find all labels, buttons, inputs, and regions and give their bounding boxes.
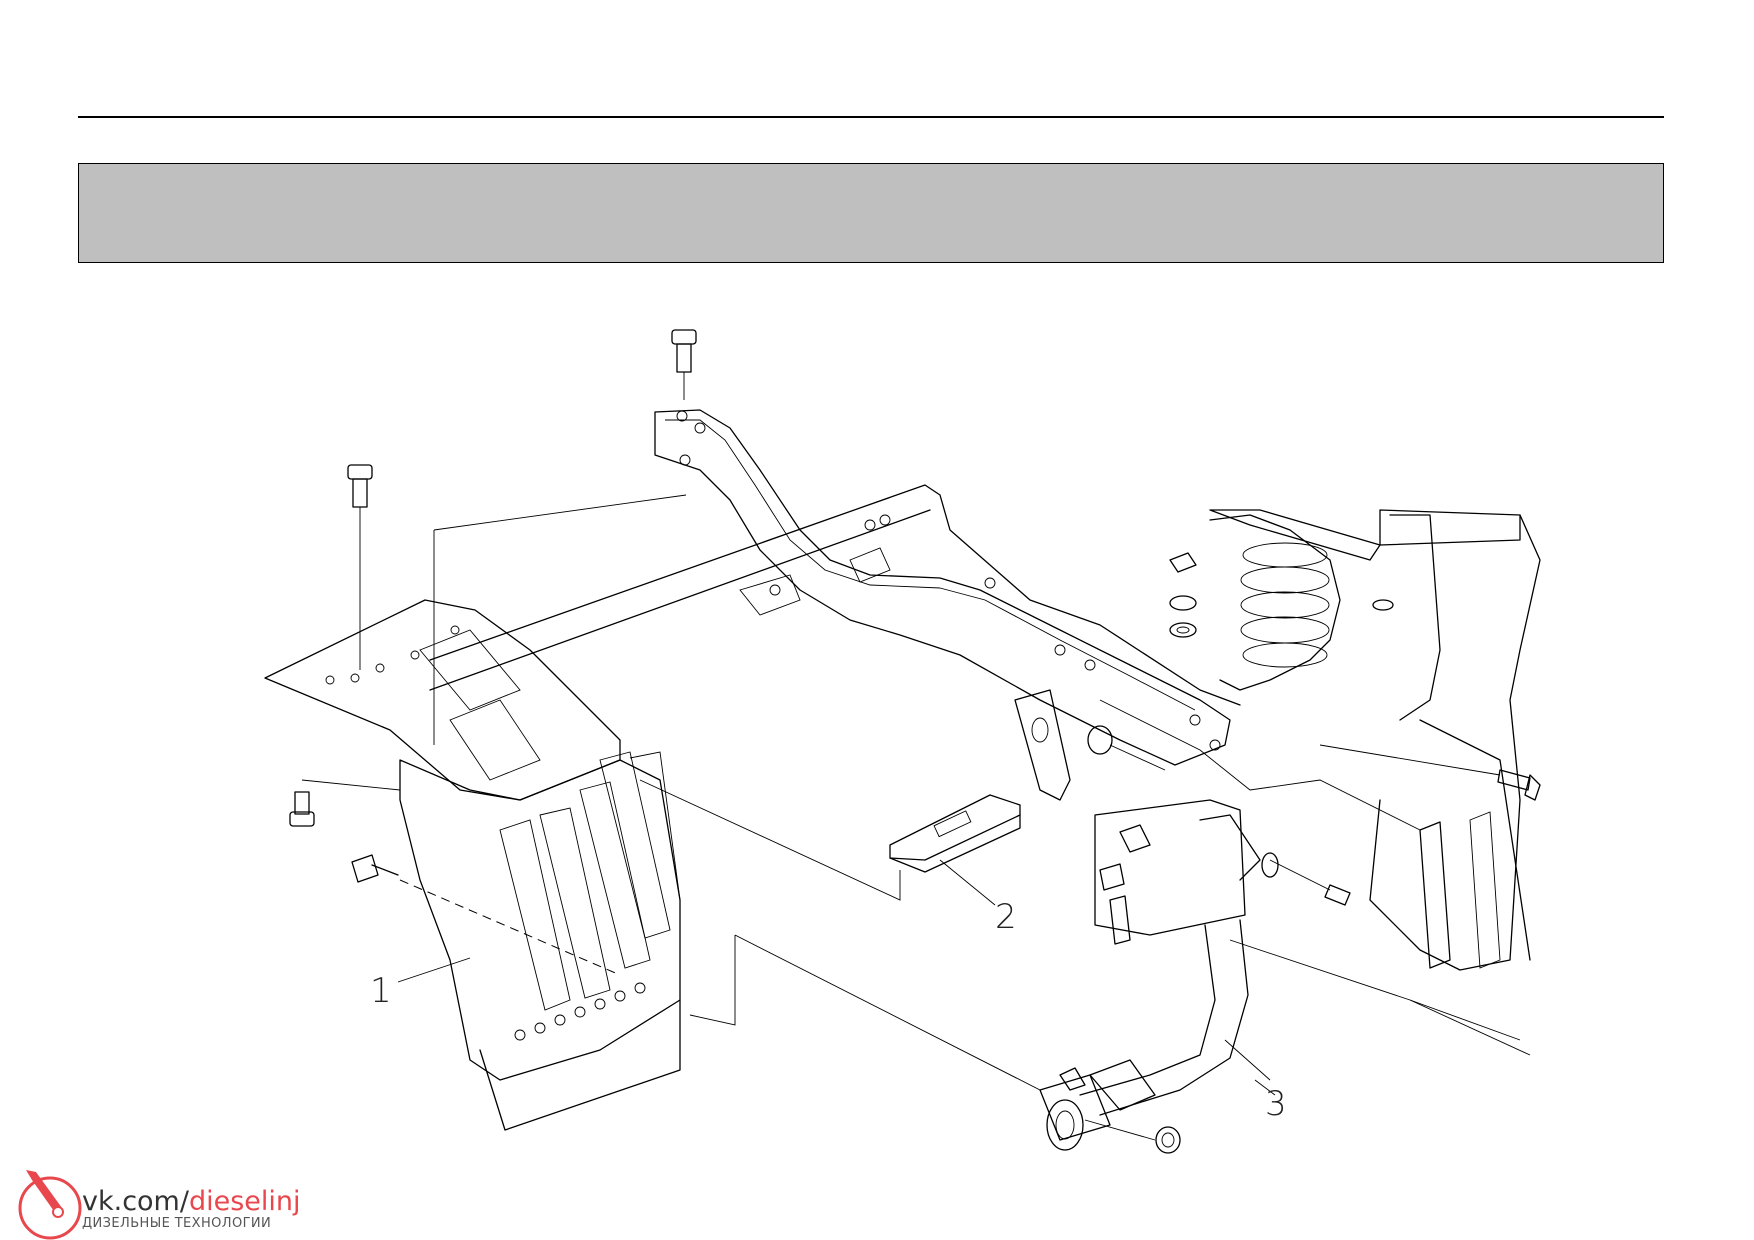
part-3-stabilizer (1039, 799, 1271, 1154)
bolt-top-center (671, 329, 697, 400)
bolt-right-upper (1319, 744, 1541, 801)
chassis-rail (429, 484, 1241, 706)
bolt-left-lower (351, 854, 621, 976)
cross-member-beam (654, 409, 1231, 766)
bolt-left-side (289, 779, 401, 827)
watermark-logo (18, 1170, 82, 1240)
leader-lines (433, 494, 1041, 1091)
part-1-bracket (264, 599, 681, 1131)
callout-3-leader (1254, 1079, 1276, 1096)
watermark-accent: dieselinj (188, 1186, 301, 1217)
injector-icon (18, 1176, 82, 1240)
callout-label-1: 1 (370, 971, 392, 1011)
center-posts (1014, 689, 1166, 801)
bolt-right-lower (1261, 852, 1351, 906)
callout-label-2: 2 (995, 897, 1017, 937)
part-2-bracket (889, 794, 1021, 906)
watermark-subtitle: ДИЗЕЛЬНЫЕ ТЕХНОЛОГИИ (82, 1216, 272, 1231)
top-rule (78, 116, 1664, 118)
washer-stack (1169, 552, 1197, 638)
callout-1-leader (397, 957, 471, 983)
header-band (78, 163, 1664, 263)
watermark-url: vk.com/dieselinj (82, 1188, 301, 1215)
watermark-prefix: vk.com/ (82, 1186, 189, 1217)
bolt-top-left (347, 464, 373, 670)
right-frame (1099, 514, 1541, 1056)
injector-glyph (26, 1170, 62, 1214)
coil-spring (1209, 509, 1521, 691)
callout-label-3: 3 (1265, 1084, 1287, 1124)
